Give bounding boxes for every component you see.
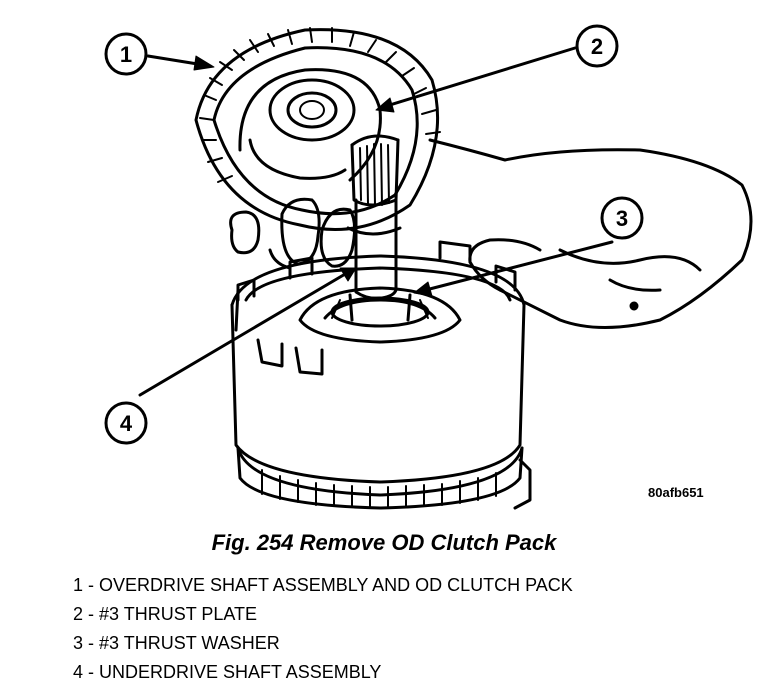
callout-4: 4: [120, 411, 133, 436]
legend-item: 1 - OVERDRIVE SHAFT ASSEMBLY AND OD CLUT…: [73, 575, 573, 595]
callout-3: 3: [616, 206, 628, 231]
callout-circle-2: [575, 24, 619, 68]
right-hand: [428, 138, 753, 329]
clutch-pack-illustration: 1 2 3 4 80afb651: [104, 24, 753, 510]
legend-list: 1 - OVERDRIVE SHAFT ASSEMBLY AND OD CLUT…: [73, 571, 573, 687]
arrowhead-4: [339, 267, 357, 282]
overdrive-clutch-pack: [194, 27, 441, 231]
legend-item: 4 - UNDERDRIVE SHAFT ASSEMBLY: [73, 662, 382, 682]
arrowhead-1: [193, 55, 215, 71]
image-code: 80afb651: [648, 485, 704, 500]
legend-item: 2 - #3 THRUST PLATE: [73, 604, 258, 624]
left-hand: [229, 197, 357, 270]
callout-1: 1: [120, 42, 132, 67]
callout-circle-4: [104, 401, 148, 445]
callout-circle-3: [600, 196, 644, 240]
figure-caption: Fig. 254 Remove OD Clutch Pack: [211, 530, 557, 555]
arrowhead-3: [413, 281, 433, 297]
legend-item: 3 - #3 THRUST WASHER: [73, 633, 280, 653]
arrowhead-2: [375, 97, 395, 113]
callout-2: 2: [591, 34, 603, 59]
callout-circle-1: [104, 32, 148, 76]
